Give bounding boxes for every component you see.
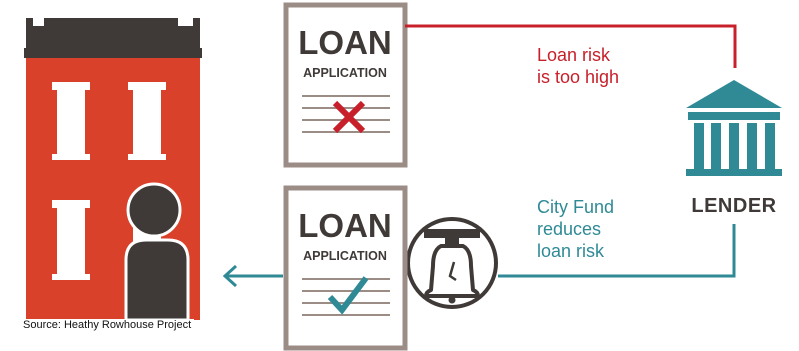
approval-arrow xyxy=(222,264,283,288)
risk-label-line1: Loan risk xyxy=(537,45,611,65)
fund-connector xyxy=(498,224,736,278)
fund-label-line1: City Fund xyxy=(537,197,614,217)
rowhouse-roof xyxy=(26,18,200,50)
liberty-bell-icon xyxy=(406,217,498,309)
document-subtitle: APPLICATION xyxy=(303,66,387,80)
bank-icon xyxy=(686,80,782,176)
fund-label-line2: reduces xyxy=(537,219,601,239)
document-subtitle: APPLICATION xyxy=(303,249,387,263)
document-title: LOAN xyxy=(298,24,392,61)
loan-application-approved: LOAN APPLICATION xyxy=(283,185,408,351)
loan-application-denied: LOAN APPLICATION xyxy=(283,2,408,168)
fund-label-line3: loan risk xyxy=(537,241,605,261)
document-title: LOAN xyxy=(298,207,392,244)
checkmark-icon xyxy=(327,276,369,315)
risk-connector xyxy=(405,24,737,68)
lender-label: LENDER xyxy=(691,195,776,217)
arrow-left-icon xyxy=(222,264,238,288)
x-mark-icon xyxy=(332,100,366,134)
source-caption: Source: Heathy Rowhouse Project xyxy=(20,319,195,331)
document-frame xyxy=(283,185,408,351)
document-frame xyxy=(283,2,408,168)
person-icon xyxy=(124,182,190,322)
risk-label-line2: is too high xyxy=(537,67,619,87)
